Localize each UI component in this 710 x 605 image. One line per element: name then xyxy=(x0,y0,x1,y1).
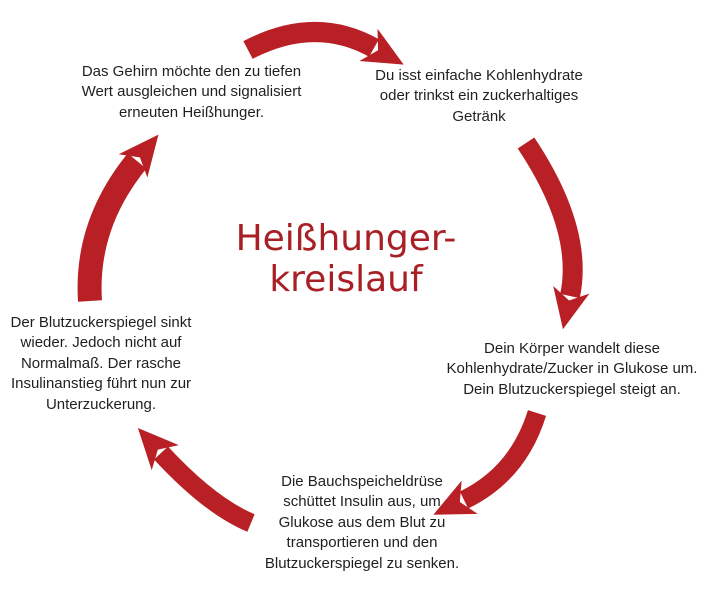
arrow-insulin-to-drop-icon xyxy=(137,428,255,532)
step-brain-signals-craving: Das Gehirn möchte den zu tiefen Wert aus… xyxy=(81,63,302,121)
step-blood-sugar-drops: Der Blutzuckerspiegel sinkt wieder. Jedo… xyxy=(10,314,192,413)
arrow-eating-to-glucose-icon xyxy=(517,137,590,330)
diagram-title-line1: Heißhunger- xyxy=(235,218,457,259)
diagram-title: Heißhunger- kreislauf xyxy=(226,218,466,300)
arrow-drop-to-craving-icon xyxy=(77,134,159,302)
step-glucose-rises: Dein Körper wandelt diese Kohlenhydrate/… xyxy=(446,340,698,398)
arrow-glucose-to-insulin-icon xyxy=(433,410,547,515)
arrow-craving-to-eating-icon xyxy=(243,22,404,65)
step-eat-carbs: Du isst einfache Kohlenhydrate oder trin… xyxy=(375,67,583,125)
diagram-title-line2: kreislauf xyxy=(269,259,423,301)
step-insulin-release: Die Bauchspeicheldrüse schüttet Insulin … xyxy=(264,473,460,572)
